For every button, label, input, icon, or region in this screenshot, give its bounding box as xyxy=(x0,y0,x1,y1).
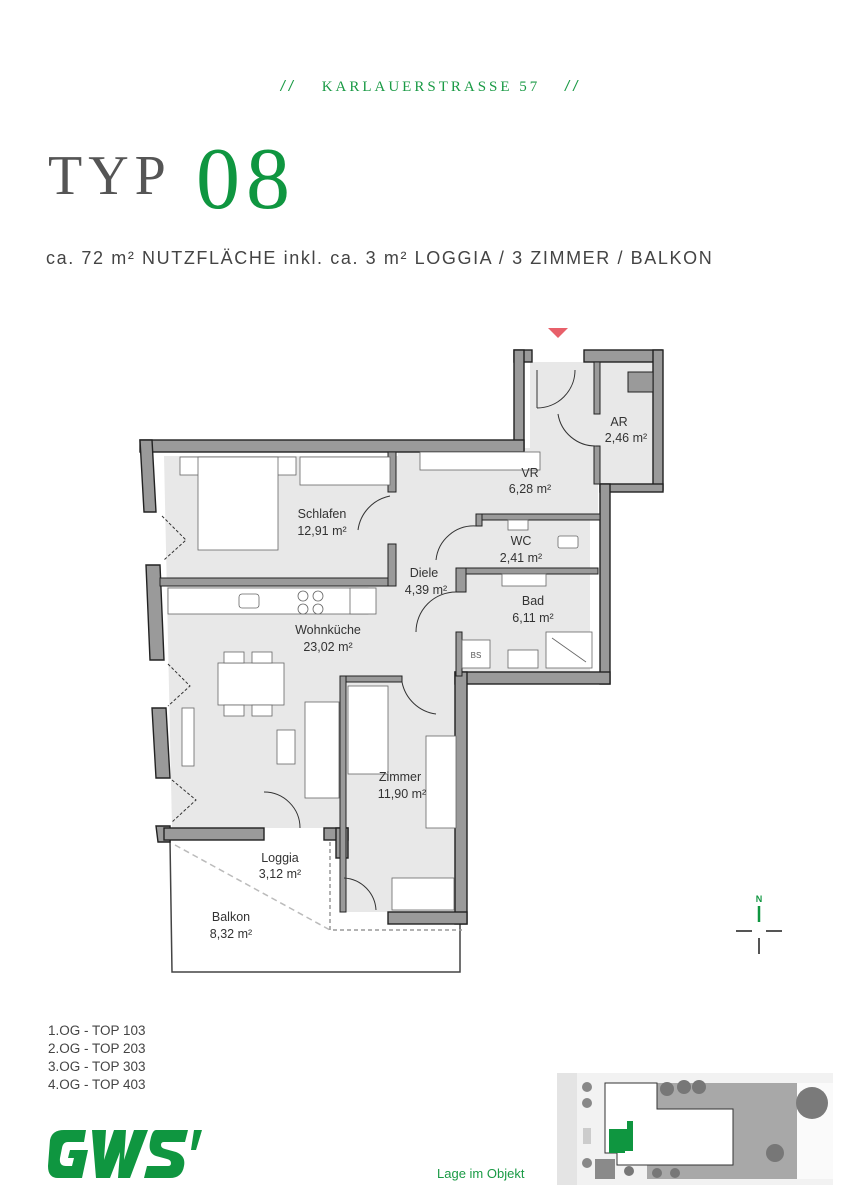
room-name-diele: Diele xyxy=(410,566,439,580)
furniture: BS xyxy=(167,451,593,911)
room-area-wc: 2,41 m² xyxy=(500,551,542,565)
entrance-marker-icon xyxy=(548,328,568,338)
address-suffix: // xyxy=(565,78,582,95)
room-area-zimmer: 11,90 m² xyxy=(378,787,426,801)
doors xyxy=(161,369,597,911)
room-area-vr: 6,28 m² xyxy=(509,482,551,496)
room-name-vr: VR xyxy=(521,466,538,480)
unit-list: 1.OG - TOP 103 2.OG - TOP 203 3.OG - TOP… xyxy=(48,1022,146,1094)
room-name-wc: WC xyxy=(511,534,532,548)
room-name-balkon: Balkon xyxy=(212,910,250,924)
typ-label: TYP xyxy=(48,145,172,207)
address-street: KARLAUERSTRASSE 57 xyxy=(321,79,541,95)
room-area-balkon: 8,32 m² xyxy=(210,927,252,941)
room-name-loggia: Loggia xyxy=(261,851,299,865)
address-header: // KARLAUERSTRASSE 57 // xyxy=(0,78,862,96)
site-plan-thumbnail xyxy=(557,1073,833,1185)
room-area-loggia: 3,12 m² xyxy=(259,867,301,881)
room-area-bad: 6,11 m² xyxy=(512,611,553,625)
room-area-ar: 2,46 m² xyxy=(605,431,647,445)
gws-logo: GWS xyxy=(48,1130,202,1178)
svg-text:BS: BS xyxy=(471,651,482,660)
room-name-zimmer: Zimmer xyxy=(379,770,421,784)
floor-plan: BS AR 2,46 m² VR 6,28 m² Schlafen 12,91 … xyxy=(139,328,664,973)
unit-item: 3.OG - TOP 303 xyxy=(48,1059,146,1074)
room-name-wohnkueche: Wohnküche xyxy=(295,623,361,637)
typ-number: 08 xyxy=(196,131,296,228)
room-name-schlafen: Schlafen xyxy=(298,507,347,521)
address-prefix: // xyxy=(280,78,297,95)
apartment-location-marker xyxy=(609,1121,633,1153)
room-name-ar: AR xyxy=(610,415,627,429)
interior-walls xyxy=(159,361,654,913)
compass-north-icon: N xyxy=(736,894,782,954)
room-area-schlafen: 12,91 m² xyxy=(297,524,346,538)
unit-item: 4.OG - TOP 403 xyxy=(48,1077,146,1092)
location-label: Lage im Objekt xyxy=(437,1166,525,1181)
unit-item: 2.OG - TOP 203 xyxy=(48,1041,146,1056)
room-area-diele: 4,39 m² xyxy=(405,583,447,597)
room-name-bad: Bad xyxy=(522,594,544,608)
exterior-walls xyxy=(139,349,664,925)
compass-north-label: N xyxy=(756,894,763,904)
apartment-summary: ca. 72 m² NUTZFLÄCHE inkl. ca. 3 m² LOGG… xyxy=(46,248,714,268)
room-area-wohnkueche: 23,02 m² xyxy=(303,640,352,654)
unit-item: 1.OG - TOP 103 xyxy=(48,1023,146,1038)
room-labels: AR 2,46 m² VR 6,28 m² Schlafen 12,91 m² … xyxy=(210,415,647,941)
balcony-outline xyxy=(169,839,462,973)
